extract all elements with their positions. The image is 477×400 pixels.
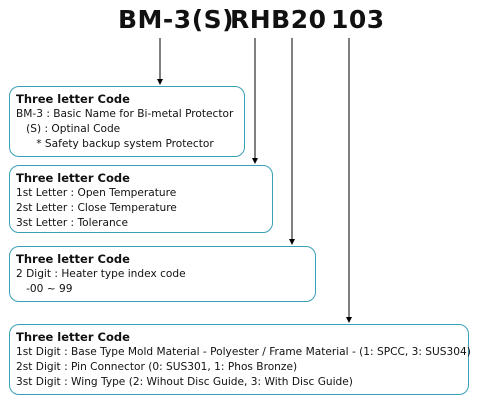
code-part-model: BM-3(S): [118, 5, 235, 34]
box-title: Three letter Code: [16, 252, 130, 266]
code-box-heater: Three letter Code 2 Digit : Heater type …: [9, 246, 316, 302]
box-line: 2 Digit : Heater type index code: [16, 268, 186, 280]
box-line: (S) : Optinal Code: [16, 123, 121, 135]
box-line: BM-3 : Basic Name for Bi-metal Protector: [16, 108, 234, 120]
code-part-temperature: RHB20: [230, 5, 327, 34]
code-box-temperature: Three letter Code 1st Letter : Open Temp…: [9, 165, 273, 233]
box-line: * Safety backup system Protector: [16, 138, 214, 150]
box-line: 1st Letter : Open Temperature: [16, 187, 177, 199]
box-line: 3st Letter : Tolerance: [16, 217, 129, 229]
box-title: Three letter Code: [16, 330, 130, 344]
box-line: 2st Digit : Pin Connector (0: SUS301, 1:…: [16, 361, 298, 373]
code-part-digits: 103: [331, 5, 385, 34]
code-box-model: Three letter Code BM-3 : Basic Name for …: [9, 86, 245, 157]
box-line: 1st Digit : Base Type Mold Material - Po…: [16, 346, 471, 358]
box-line: -00 ~ 99: [16, 283, 73, 295]
box-line: 2st Letter : Close Temperature: [16, 202, 177, 214]
box-title: Three letter Code: [16, 171, 130, 185]
code-box-digits: Three letter Code 1st Digit : Base Type …: [9, 324, 471, 395]
box-title: Three letter Code: [16, 92, 130, 106]
box-line: 3st Digit : Wing Type (2: Wihout Disc Gu…: [16, 376, 353, 388]
